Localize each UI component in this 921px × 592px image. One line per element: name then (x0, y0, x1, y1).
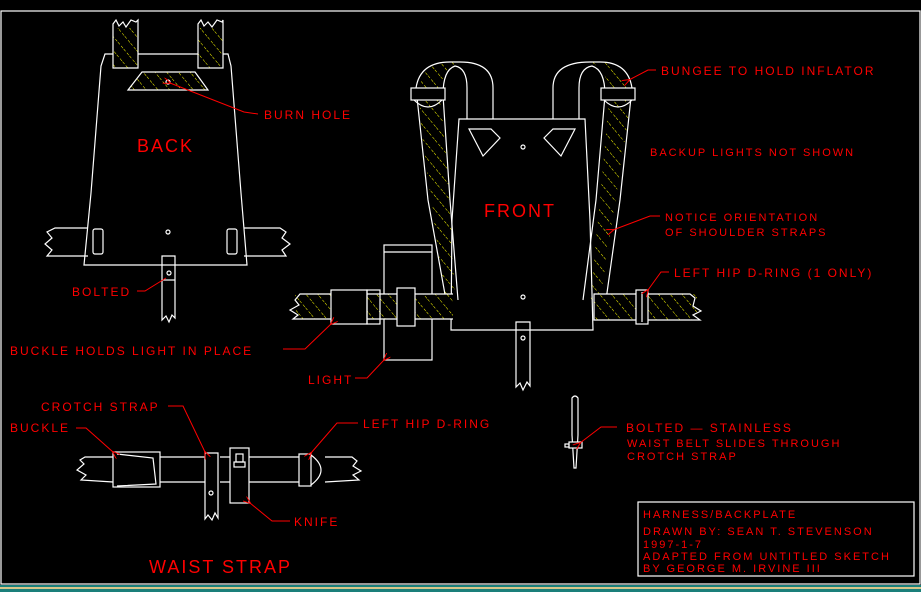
waist-crotch-strap (204, 452, 219, 522)
buckle-holds-light-label: BUCKLE HOLDS LIGHT IN PLACE (10, 344, 253, 358)
left-hip-d-ring-one-label: LEFT HIP D-RING (1 ONLY) (674, 266, 873, 280)
window-bottom-border-accent (0, 587, 921, 589)
title-block-date: 1997-1-7 (643, 539, 703, 551)
stainless-bolt-strap (571, 395, 579, 469)
knife-label: KNIFE (294, 515, 339, 529)
waist-strap-belt (75, 456, 363, 483)
waist-belt-slides-label-2: CROTCH STRAP (627, 451, 738, 463)
bungee-label: BUNGEE TO HOLD INFLATOR (661, 64, 875, 78)
back-slot-left (92, 228, 104, 255)
front-waist-strap-right (593, 293, 703, 321)
light-mount (396, 287, 416, 327)
burn-hole-plate (126, 71, 210, 91)
front-cutout-right (543, 128, 576, 158)
waist-buckle (112, 451, 161, 488)
back-crotch-strap (161, 255, 176, 324)
backup-lights-label: BACKUP LIGHTS NOT SHOWN (650, 147, 855, 159)
bungee-ring-left (410, 87, 446, 101)
waist-strap-view (75, 447, 363, 522)
bolted-stainless-label: BOLTED — STAINLESS (626, 421, 793, 435)
front-cutout-left (468, 128, 501, 158)
title-block-adapted-1: ADAPTED FROM UNTITLED SKETCH (643, 551, 891, 563)
drawing-border (0, 10, 921, 585)
waist-knife (229, 447, 250, 504)
title-block-adapted-2: BY GEORGE M. IRVINE III (643, 563, 822, 575)
left-hip-d-ring-label: LEFT HIP D-RING (363, 417, 491, 431)
back-waist-strap-right (244, 227, 291, 257)
back-plate-outline (83, 53, 248, 266)
front-view-label: FRONT (484, 201, 556, 221)
waist-strap-view-label: WAIST STRAP (149, 557, 292, 577)
notice-orientation-label-1: NOTICE ORIENTATION (665, 212, 819, 224)
back-shoulder-strap-left (112, 18, 139, 69)
bolted-stainless-detail (564, 395, 583, 469)
burn-hole-label: BURN HOLE (264, 108, 352, 122)
light-label: LIGHT (308, 373, 353, 387)
notice-orientation-label-2: OF SHOULDER STRAPS (665, 227, 828, 239)
bungee-ring-right (600, 87, 636, 101)
title-block-title: HARNESS/BACKPLATE (643, 509, 797, 521)
title-block-drawn-by: DRAWN BY: SEAN T. STEVENSON (643, 526, 874, 538)
buckle-label: BUCKLE (10, 421, 70, 435)
title-block: HARNESS/BACKPLATE DRAWN BY: SEAN T. STEV… (637, 501, 915, 577)
back-slot-right (226, 228, 238, 255)
back-shoulder-strap-right (197, 18, 224, 69)
front-plate-outline (450, 118, 594, 331)
front-buckle (330, 289, 368, 325)
front-view (288, 61, 703, 392)
back-view-label: BACK (137, 136, 194, 156)
bolted-label: BOLTED (72, 285, 131, 299)
front-crotch-strap (515, 321, 531, 392)
front-waist-strap-left (288, 293, 453, 320)
crotch-strap-label: CROTCH STRAP (41, 400, 160, 414)
waist-hip-d-ring (298, 453, 312, 487)
waist-belt-slides-label-1: WAIST BELT SLIDES THROUGH (627, 438, 841, 450)
back-waist-strap-left (44, 227, 88, 257)
back-view (44, 18, 291, 324)
